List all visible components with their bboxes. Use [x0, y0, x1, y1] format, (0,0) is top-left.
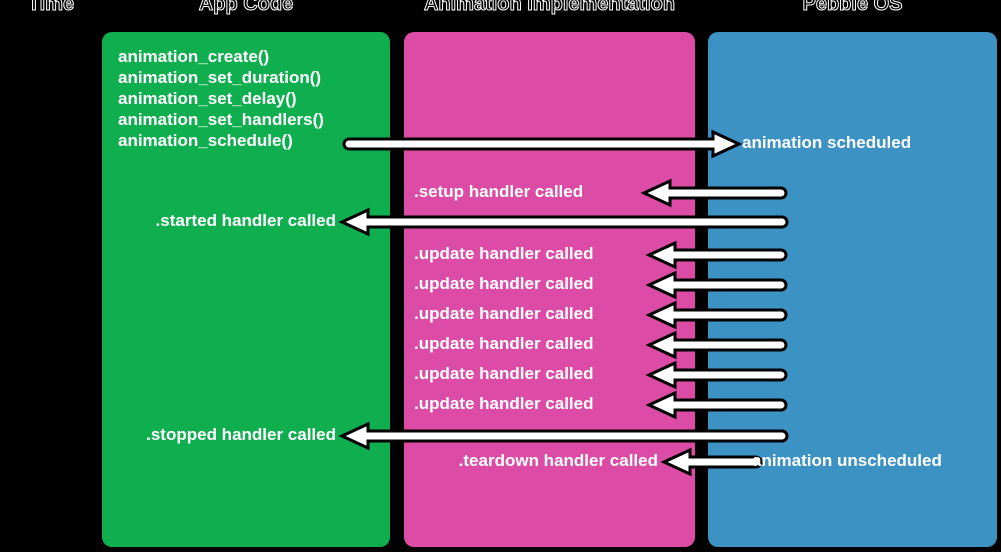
label-update-handler-3: .update handler called	[414, 304, 594, 323]
label-setup-handler: .setup handler called	[414, 182, 584, 201]
label-update-handler-5: .update handler called	[414, 364, 594, 383]
column-header-app-code: App Code	[198, 0, 294, 16]
column-header-pebble-os: Pebble OS	[802, 0, 903, 16]
label-update-handler-6: .update handler called	[414, 394, 594, 413]
column-header-time: Time	[27, 0, 75, 16]
time-axis-arrow	[14, 36, 78, 534]
label-update-handler-1: .update handler called	[414, 244, 594, 263]
label-update-handler-4: .update handler called	[414, 334, 594, 353]
app-code-calls: animation_create() animation_set_duratio…	[118, 47, 324, 150]
label-animation-scheduled: animation scheduled	[742, 133, 912, 152]
label-started-handler: .started handler called	[155, 211, 336, 230]
column-header-animation-implementation: Animation Implementation	[423, 0, 676, 16]
lane-app-code	[102, 32, 390, 547]
label-update-handler-2: .update handler called	[414, 274, 594, 293]
label-stopped-handler: .stopped handler called	[146, 425, 336, 444]
label-teardown-handler: .teardown handler called	[458, 451, 658, 470]
label-animation-unscheduled: animation unscheduled	[752, 451, 942, 470]
